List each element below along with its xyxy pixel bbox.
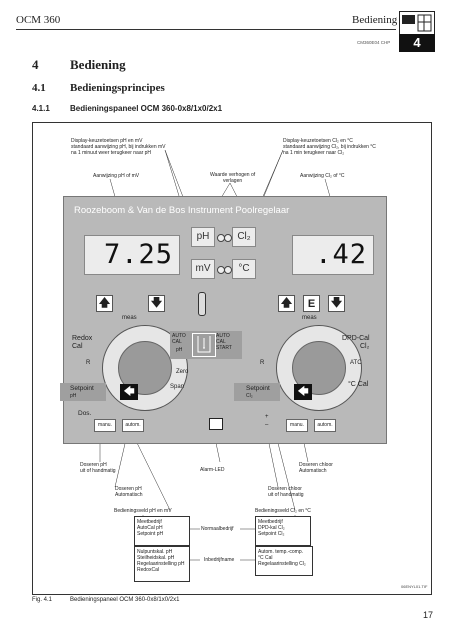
header-left: OCM 360 [16,14,61,26]
left-arrow-button-ph[interactable]: 🡄 [120,384,138,400]
degc-cal-label: °C Cal [348,381,369,388]
annot-bv-cl: Bedieningsveld Cl₂ en °C [255,508,311,514]
dpd-cl2-label: Cl₂ [360,343,370,350]
cal-label-2: CAL [172,339,182,345]
mv-unit-label: mV [191,259,215,279]
right-up-button[interactable]: 🡅 [278,295,295,312]
meas-left-label: meas [122,315,137,321]
subsection-number: 4.1 [32,82,46,94]
manu-cl-button[interactable]: manu. [286,419,308,432]
subsubsection-title: Bedieningspaneel OCM 360-0x8/1x0/2x1 [70,104,223,113]
normal-mode-label: Normaalbedrijf [201,526,234,532]
subsubsection-number: 4.1.1 [32,104,50,113]
left-arrow-button-cl[interactable]: 🡄 [294,384,312,400]
caption-text: Bedieningspaneel OCM 360-0x8/1x0/2x1 [70,597,180,603]
page-number: 17 [423,610,434,620]
meas-right-label: meas [302,315,317,321]
plus-minus-keys[interactable]: +– [265,414,269,428]
figure-code: 06ENYL01.TIF [401,584,428,589]
auto-label-3: AUTO [216,333,230,339]
doc-code: CM360E04 CHP [357,40,391,45]
cal-label-3: CAL [216,339,226,345]
dpd-cal-label: DPD-Cal [342,335,370,342]
enter-button[interactable]: E [303,295,320,312]
header-right: Bediening [352,14,398,26]
annot-bv-ph: Bedieningsveld pH en mV [114,508,172,514]
section-number: 4 [32,57,39,72]
r-left-label: R [86,360,91,366]
caption-fig-number: Fig. 4.1 [32,597,53,603]
device-panel: Roozeboom & Van de Bos Instrument Poolre… [60,196,387,444]
start-label: START [216,345,232,351]
setpoint-ph-sub: pH [70,393,77,399]
redox-label: Redox [72,335,93,342]
right-down-button[interactable]: 🡇 [328,295,345,312]
annot-alarm: Alarm-LED [200,467,225,473]
beaker-icon [192,333,216,357]
autocal-block [170,331,242,359]
left-up-button[interactable]: 🡅 [96,295,113,312]
manu-ph-button[interactable]: manu. [94,419,116,432]
degc-select-key[interactable] [224,266,232,274]
dos-label: Dos. [78,410,92,417]
r-right-label: R [260,360,265,366]
atc-label: ATC [350,360,362,366]
setpoint-cl-sub: Cl₂ [246,393,253,399]
left-down-button[interactable]: 🡇 [148,295,165,312]
annot-ph-indication: Aanwijzing pH of mV [93,173,140,179]
cal-label: Cal [72,343,83,350]
setpoint-ph-label: Setpoint [70,385,94,392]
annot-cl-indication: Aanwijzing Cl₂ of °C [300,173,345,179]
header-rule [16,29,396,30]
zero-label: Zero [176,369,189,375]
subsection-title: Bedieningsprincipes [70,82,165,94]
ph-label-2: pH [176,347,183,353]
setup-mode-label: Inbedrijfname [204,557,235,563]
cl2-select-key[interactable] [224,234,232,242]
right-display: .42 [292,235,374,275]
alarm-led [209,418,223,430]
cl2-unit-label: Cl₂ [232,227,256,247]
autom-ph-button[interactable]: autom. [122,419,144,432]
electrode-icon [198,292,206,316]
span-label: Span [170,384,185,390]
setpoint-ph-tab [60,383,106,401]
autom-cl-button[interactable]: autom. [314,419,336,432]
ph-unit-label: pH [191,227,215,247]
setpoint-cl-tab [234,383,280,401]
chapter-badge: 4 [399,34,435,52]
degc-unit-label: °C [232,259,256,279]
left-display: 7.25 [84,235,180,275]
figure-frame [32,122,432,595]
auto-label-1: AUTO [172,333,186,339]
setpoint-cl-label: Setpoint [246,385,270,392]
panel-title: Roozeboom & Van de Bos Instrument Poolre… [74,205,290,216]
section-title: Bediening [70,57,126,72]
